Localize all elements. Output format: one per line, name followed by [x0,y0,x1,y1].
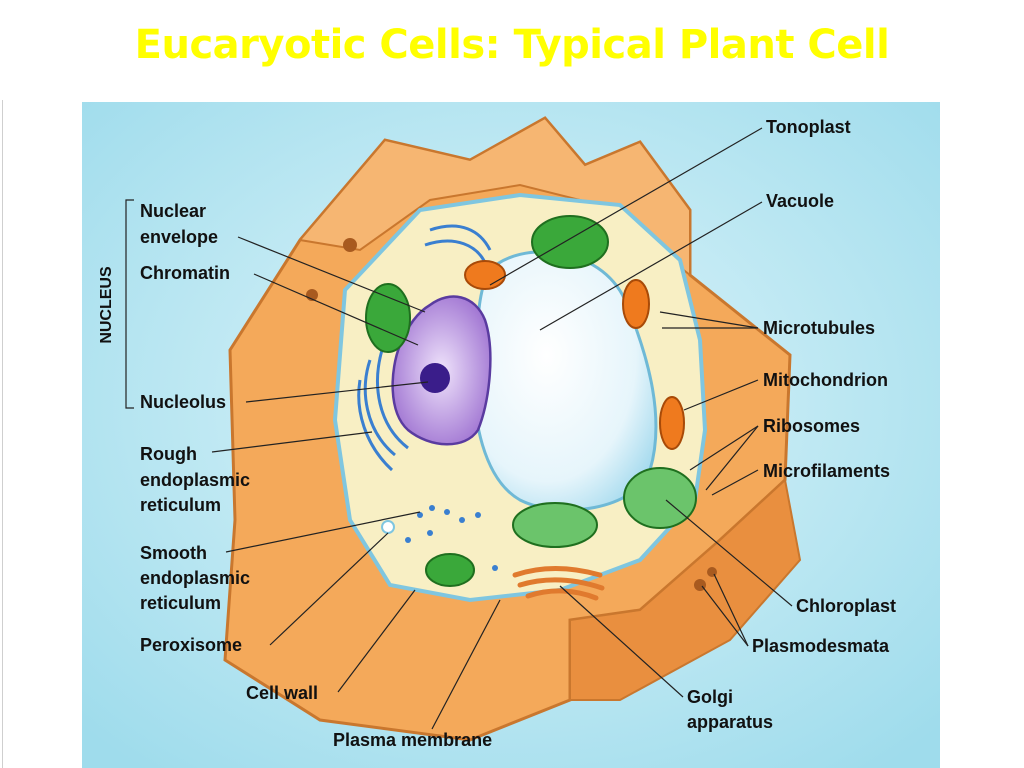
leader-ribosomes-b [705,425,759,491]
label-smooth-er: Smooth endoplasmic reticulum [140,543,255,613]
leader-peroxisome [269,532,389,646]
leader-tonoplast [489,127,763,286]
label-microfilaments: Microfilaments [763,461,890,481]
label-mitochondrion: Mitochondrion [763,370,888,390]
label-nucleolus: Nucleolus [140,392,226,412]
mitochondrion [622,279,650,329]
golgi-apparatus [512,566,605,601]
mitochondrion [659,396,685,450]
label-vacuole: Vacuole [766,191,834,211]
label-ribosomes: Ribosomes [763,416,860,436]
label-cell-wall: Cell wall [246,683,318,703]
plasmodesma-pore [343,238,357,252]
label-nuclear-envelope: Nuclear envelope [140,201,218,247]
label-microtubules: Microtubules [763,318,875,338]
leader-nuclear-envelope [237,236,426,313]
chloroplast [531,215,609,269]
leader-plasmodesmata-b [713,573,749,647]
mitochondrion [464,260,506,290]
leader-lines [211,127,793,730]
chloroplast [512,502,598,548]
label-golgi: Golgi apparatus [687,687,773,732]
nucleolus [420,363,450,393]
leader-nucleolus [245,381,429,403]
label-plasma-membrane: Plasma membrane [333,730,492,750]
chloroplast [365,283,411,353]
leader-cell-wall [337,589,416,693]
slide-title: Eucaryotic Cells: Typical Plant Cell [134,22,890,68]
leader-microtubules-a [659,311,759,329]
chloroplast [425,553,475,587]
leader-ribosomes-a [689,425,759,471]
smooth-er [405,505,498,571]
leader-rough-er [211,431,373,453]
label-tonoplast: Tonoplast [766,117,851,137]
leader-vacuole [539,201,763,331]
label-chloroplast: Chloroplast [796,596,896,616]
cell-wall-lower-slab [569,478,802,701]
label-peroxisome: Peroxisome [140,635,242,655]
label-chromatin: Chromatin [140,263,230,283]
leader-plasmodesmata-a [701,585,749,647]
leader-golgi [559,585,684,698]
leader-microfilaments [711,469,759,496]
nucleus-group-label: NUCLEUS [98,266,115,344]
peroxisome [381,520,395,534]
left-rule [2,100,3,768]
nucleus-bracket [125,199,134,409]
leader-mitochondrion [683,379,759,411]
leader-plasma-membrane [431,599,501,730]
label-plasmodesmata: Plasmodesmata [752,636,890,656]
leader-chromatin [253,273,419,346]
label-rough-er: Rough endoplasmic reticulum [140,444,255,515]
leader-smooth-er [225,511,421,553]
cell-wall-top-ridge [298,116,691,278]
plasmodesma-pore [707,567,717,577]
rough-er [357,224,492,472]
leader-chloroplast [665,499,793,607]
chloroplast [623,467,697,529]
